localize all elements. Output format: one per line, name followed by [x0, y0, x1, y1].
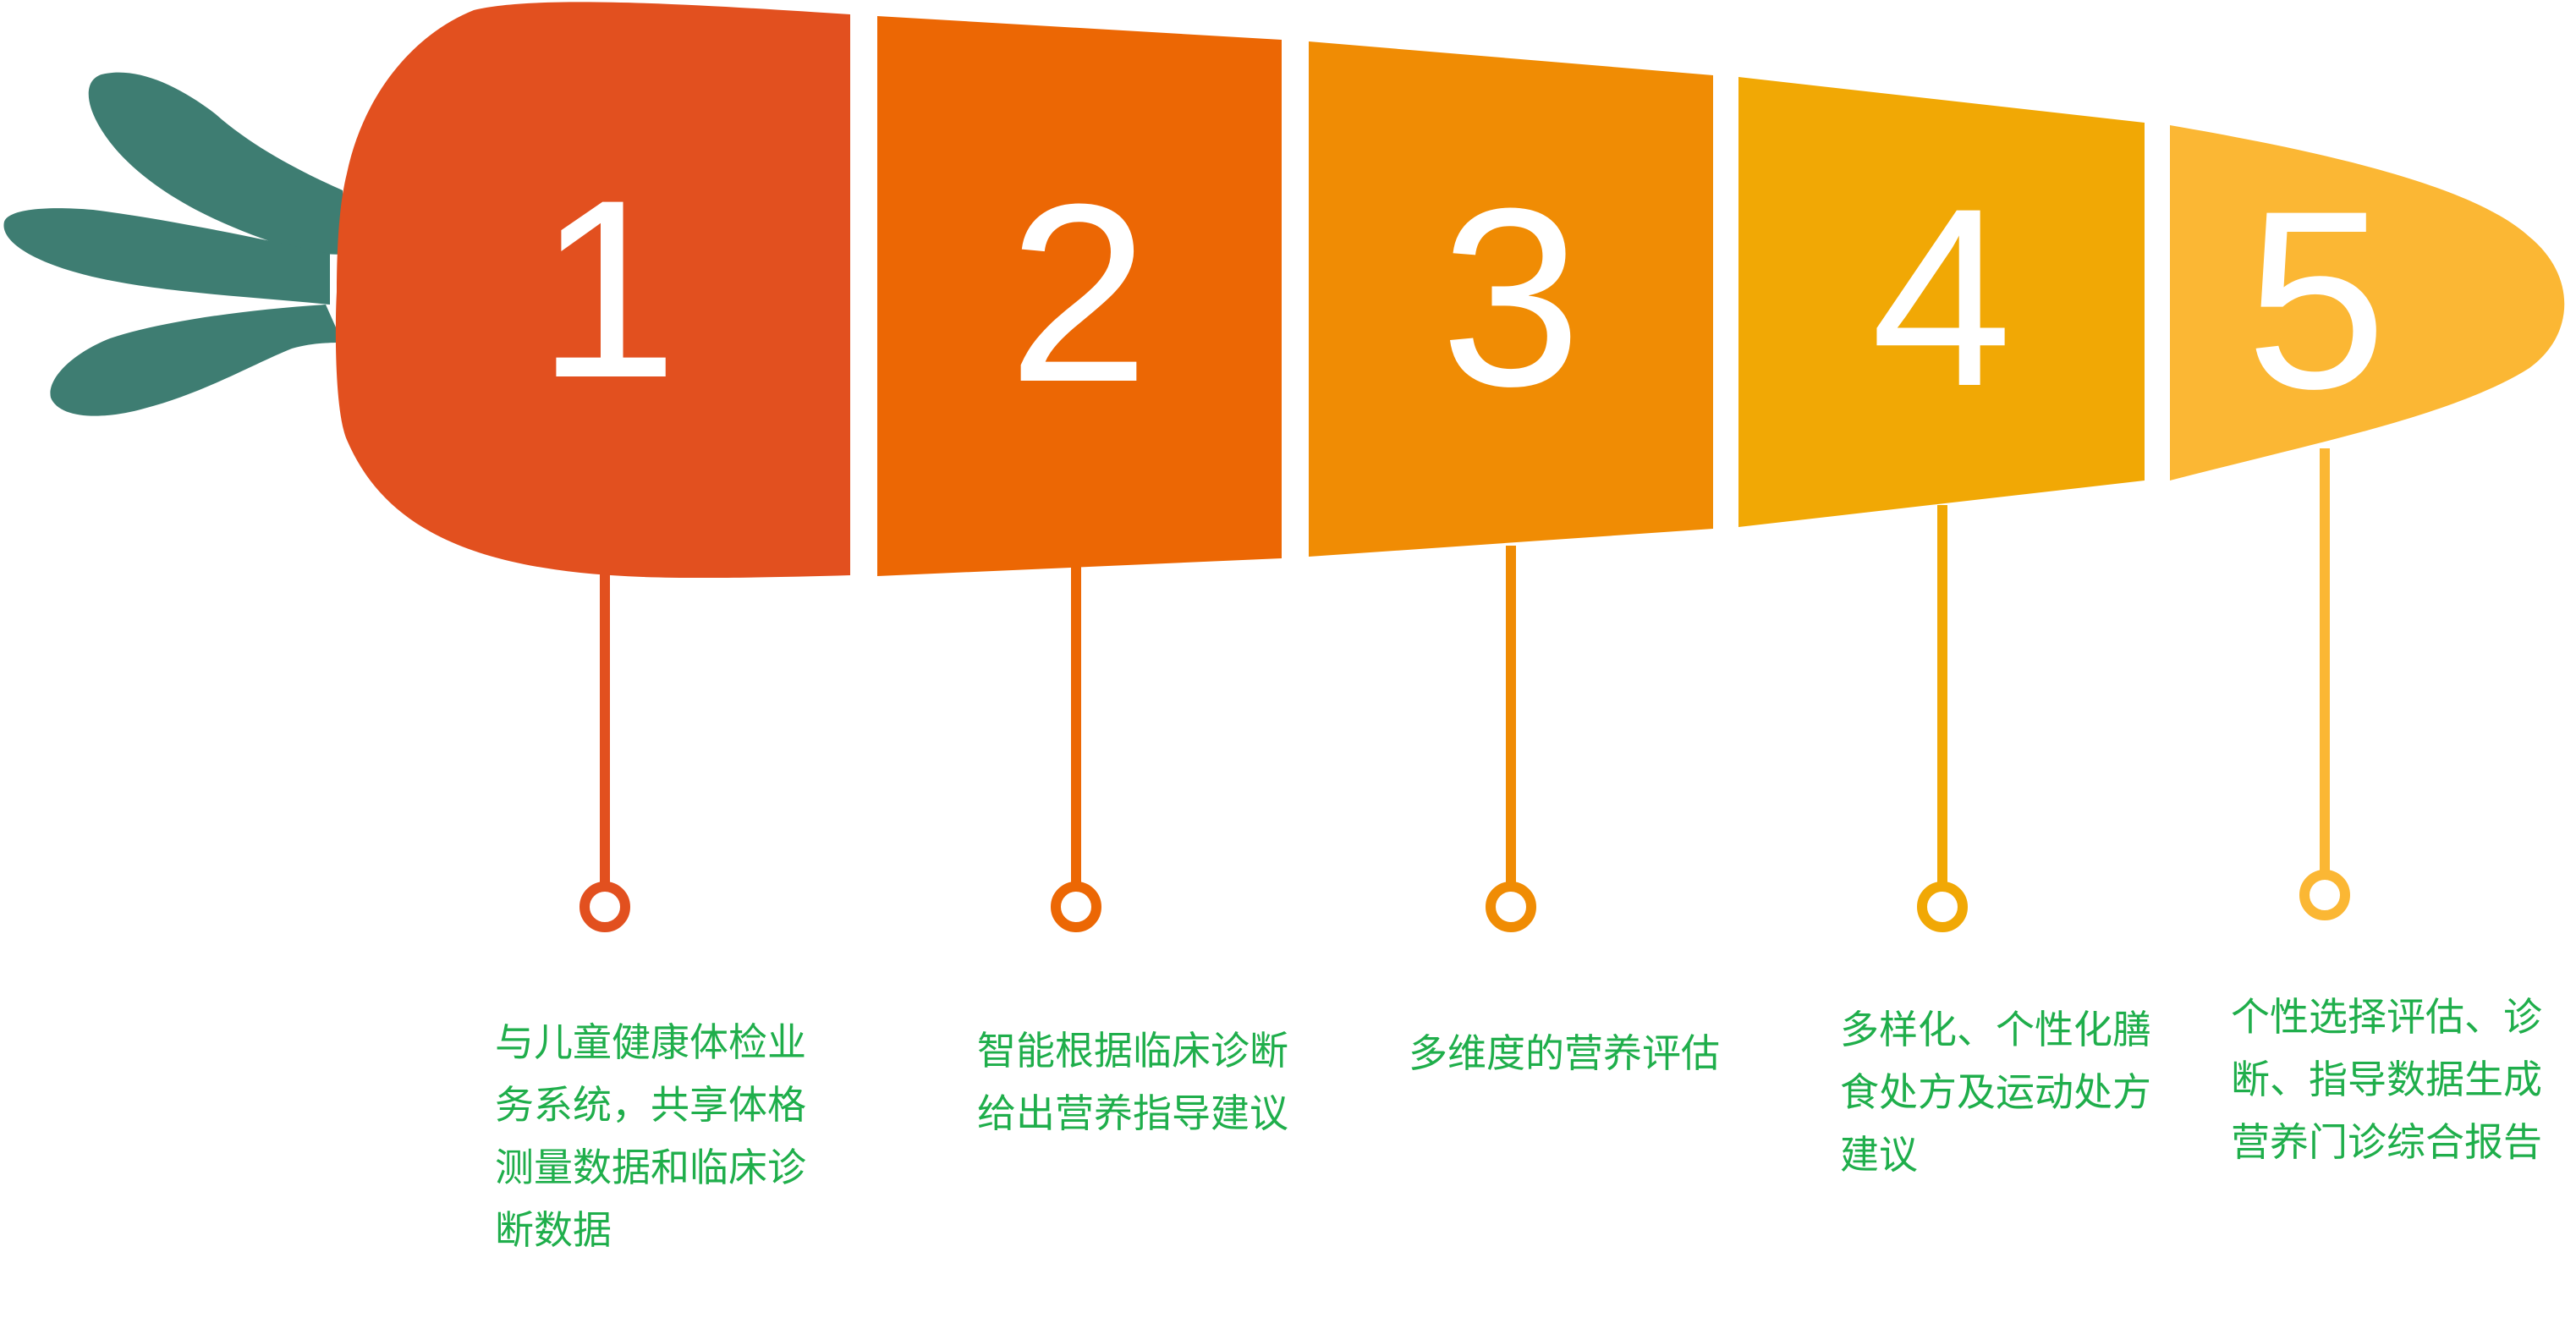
step-description-1: 与儿童健康体检业务系统，共享体格测量数据和临床诊断数据	[495, 1019, 806, 1253]
step-description-2: 智能根据临床诊断给出营养指导建议	[977, 1028, 1288, 1136]
connector-4	[1917, 505, 1968, 932]
connector-ring-1	[579, 881, 630, 932]
leaf-top	[88, 72, 348, 255]
step-number-3: 3	[1441, 155, 1582, 439]
segment-2	[877, 16, 1282, 576]
step-description-3: 多维度的营养评估	[1409, 1030, 1720, 1076]
connector-ring-3	[1486, 881, 1536, 932]
carrot-leaves-icon	[3, 72, 348, 416]
step-description-4: 多样化、个性化膳食处方及运动处方建议	[1840, 1007, 2151, 1178]
segment-1	[335, 2, 851, 579]
step-number-5: 5	[2246, 157, 2387, 442]
step-description-5: 个性选择评估、诊断、指导数据生成营养门诊综合报告	[2231, 994, 2542, 1165]
segment-4	[1738, 77, 2145, 527]
connector-1	[579, 574, 630, 932]
step-number-1: 1	[537, 146, 678, 431]
segment-5	[2170, 125, 2565, 481]
leaf-middle	[3, 208, 330, 305]
leaf-bottom	[50, 305, 343, 416]
connector-ring-5	[2299, 870, 2350, 920]
connector-2	[1051, 567, 1101, 932]
step-number-4: 4	[1871, 155, 2013, 439]
segment-3	[1309, 41, 1713, 557]
connector-ring-4	[1917, 881, 1968, 932]
step-number-2: 2	[1008, 151, 1150, 435]
carrot-body	[335, 2, 2565, 579]
connector-3	[1486, 546, 1536, 932]
connector-ring-2	[1051, 881, 1101, 932]
connector-5	[2299, 448, 2350, 920]
